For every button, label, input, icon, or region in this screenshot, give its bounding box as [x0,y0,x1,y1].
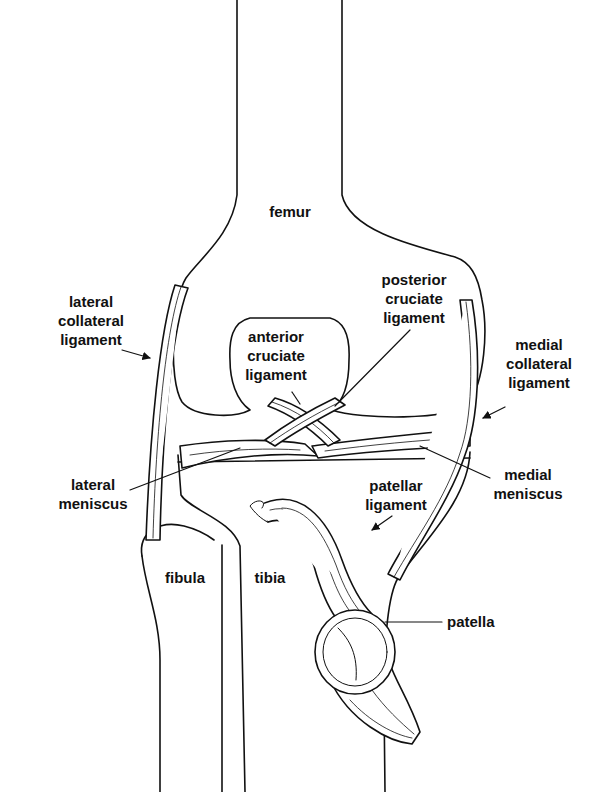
cruciate-band [265,398,345,446]
leader-line [130,448,240,490]
leader-line [292,392,300,404]
part-label: anterior cruciate ligament [235,327,317,384]
patella-bone [323,618,387,686]
part-label: medial collateral ligament [498,335,580,392]
leader-line [420,446,490,478]
leader-line [372,516,392,530]
leader-line [483,407,505,418]
leader-line [335,330,410,406]
patellar-ligament-band [258,499,372,618]
fibula-bone [221,545,223,792]
patella-bone [315,610,395,694]
patellar-ligament-band [250,501,268,522]
bone-label: tibia [245,568,295,587]
collateral-band [394,302,471,577]
tibia-bone [178,452,470,792]
meniscus-band [180,440,318,468]
cruciate-band [270,402,340,443]
part-label: lateral collateral ligament [50,292,132,349]
collateral-band [388,300,478,580]
patella-bone [350,700,412,738]
meniscus-band [190,449,300,455]
bone-label: fibula [160,568,210,587]
bone-label: femur [255,202,325,221]
patella-bone [315,610,420,744]
femur-bone [173,0,485,417]
patellar-ligament-band [282,508,362,614]
patellar-ligament-band [250,499,372,618]
part-label: patellar ligament [358,476,434,514]
part-label: lateral meniscus [55,475,131,513]
part-label: medial meniscus [490,465,566,503]
leader-line [122,330,505,622]
collateral-band [146,285,188,540]
leader-line [122,350,150,358]
cruciate-band [265,398,345,446]
patella-bone [372,690,414,734]
fibula-bone [142,524,222,792]
bone-label: patella [447,612,507,631]
patella-bone [338,628,356,680]
part-label: posterior cruciate ligament [373,270,455,327]
fibula-bone [142,556,160,792]
collateral-band [153,287,181,538]
tibia-bone [178,455,245,792]
leader-line [385,621,442,622]
